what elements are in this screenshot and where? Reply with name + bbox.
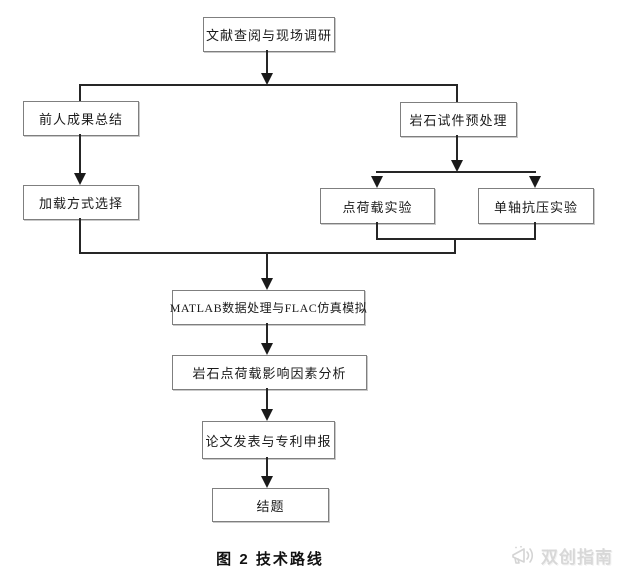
megaphone-icon — [510, 545, 536, 567]
node-uniaxial-test: 单轴抗压实验 — [478, 188, 594, 224]
node-factor-analysis: 岩石点荷载影响因素分析 — [172, 355, 367, 390]
node-label: 岩石点荷载影响因素分析 — [192, 366, 347, 381]
watermark: 双创指南 — [510, 543, 613, 568]
node-label: 点荷载实验 — [342, 199, 413, 215]
connector-experiment-merge-bar — [376, 238, 536, 240]
arrowhead-loading — [74, 173, 86, 185]
node-label: 加载方式选择 — [38, 196, 123, 211]
watermark-label: 双创指南 — [541, 548, 613, 567]
connector-merge-drop — [454, 238, 456, 254]
arrowhead-point-load — [371, 176, 383, 188]
node-prior-results: 前人成果总结 — [23, 101, 139, 136]
connector-loading-down — [79, 218, 81, 254]
connector-to-prior — [79, 84, 81, 101]
node-loading-method: 加载方式选择 — [23, 185, 139, 220]
node-specimen-pretreatment: 岩石试件预处理 — [400, 102, 517, 137]
connector-matlab-analysis — [266, 323, 268, 344]
arrowhead-split-top — [261, 73, 273, 85]
node-label: 论文发表与专利申报 — [205, 433, 332, 449]
node-paper-patent: 论文发表与专利申报 — [202, 421, 335, 459]
node-matlab-flac: MATLAB数据处理与FLAC仿真模拟 — [169, 290, 368, 325]
node-label: MATLAB数据处理与FLAC仿真模拟 — [169, 301, 368, 315]
node-point-load-test: 点荷载实验 — [320, 188, 435, 224]
arrowhead-matlab — [261, 278, 273, 290]
arrowhead-experiment-split — [451, 160, 463, 172]
connector-to-matlab — [266, 252, 268, 279]
connector-literature-down — [266, 50, 268, 74]
connector-analysis-paper — [266, 388, 268, 410]
node-label: 岩石试件预处理 — [409, 113, 508, 128]
node-label: 结题 — [256, 498, 285, 514]
figure-caption: 图 2 技术路线 — [216, 551, 324, 568]
node-literature-review: 文献查阅与现场调研 — [203, 17, 335, 52]
connector-to-pretreat — [456, 84, 458, 102]
connector-experiment-split-bar — [376, 171, 536, 173]
node-label: 前人成果总结 — [38, 112, 123, 127]
arrowhead-uniaxial — [529, 176, 541, 188]
node-conclusion: 结题 — [212, 488, 329, 522]
connector-prior-loading — [79, 134, 81, 174]
connector-pointload-down — [376, 222, 378, 240]
arrowhead-analysis — [261, 343, 273, 355]
connector-uniaxial-down — [534, 222, 536, 240]
connector-paper-conclude — [266, 457, 268, 477]
node-label: 单轴抗压实验 — [493, 199, 578, 215]
connector-pretreat-down — [456, 135, 458, 161]
node-label: 文献查阅与现场调研 — [205, 28, 332, 43]
arrowhead-paper — [261, 409, 273, 421]
connector-top-split-bar — [79, 84, 458, 86]
arrowhead-conclude — [261, 476, 273, 488]
